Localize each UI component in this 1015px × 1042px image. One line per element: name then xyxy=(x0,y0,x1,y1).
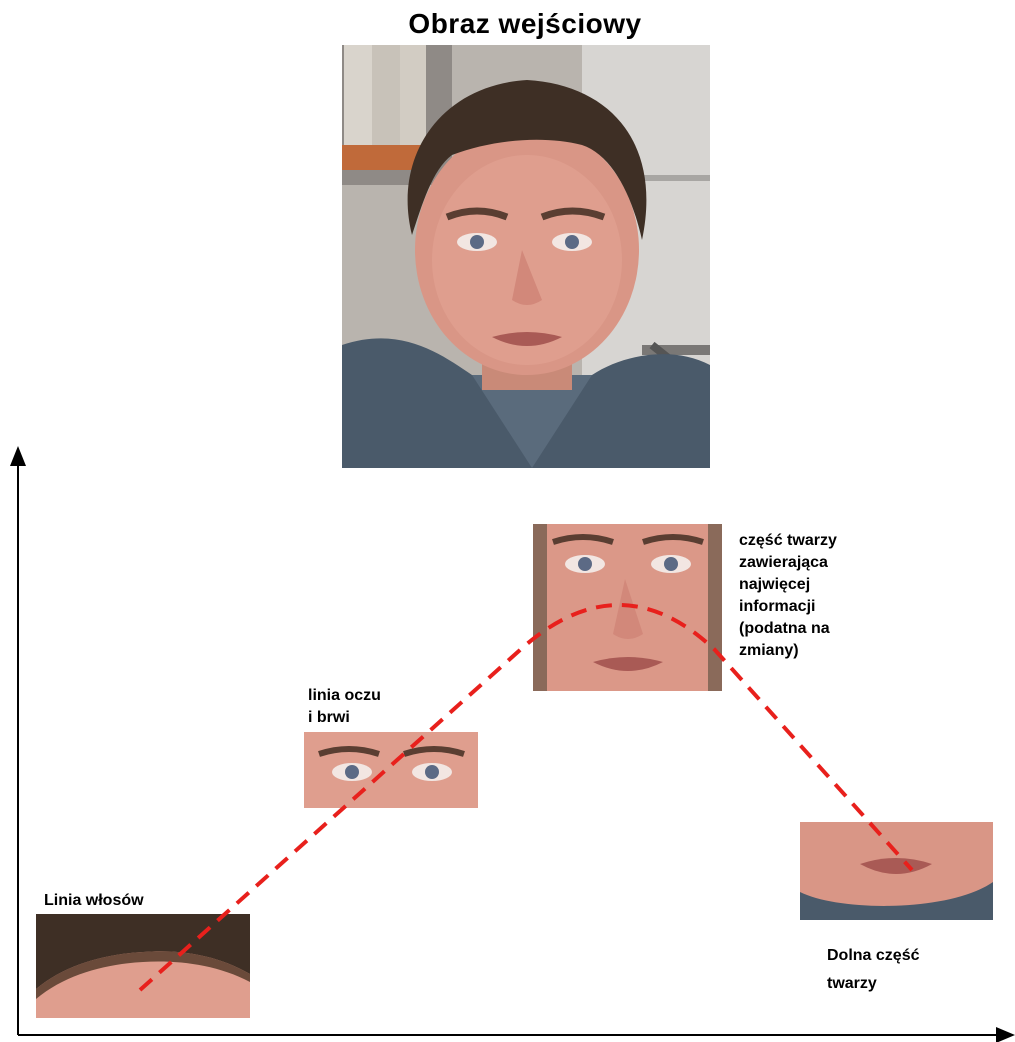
eyes-label-line-1: linia oczu xyxy=(308,685,381,707)
mid-face-label: część twarzy zawierająca najwięcej infor… xyxy=(739,530,837,662)
hairline-label: Linia włosów xyxy=(44,890,144,912)
dashed-curve-line xyxy=(140,605,912,990)
mid-face-label-line-4: informacji xyxy=(739,596,837,618)
eyes-label: linia oczu i brwi xyxy=(308,685,381,729)
lower-face-label-line-2: twarzy xyxy=(827,973,919,995)
mid-face-label-line-5: (podatna na xyxy=(739,618,837,640)
mid-face-label-line-2: zawierająca xyxy=(739,552,837,574)
mid-face-label-line-1: część twarzy xyxy=(739,530,837,552)
mid-face-label-line-6: zmiany) xyxy=(739,640,837,662)
lower-face-label-line-1: Dolna część xyxy=(827,945,919,967)
eyes-label-line-2: i brwi xyxy=(308,707,381,729)
lower-face-label: Dolna część twarzy xyxy=(827,945,919,995)
mid-face-label-line-3: najwięcej xyxy=(739,574,837,596)
